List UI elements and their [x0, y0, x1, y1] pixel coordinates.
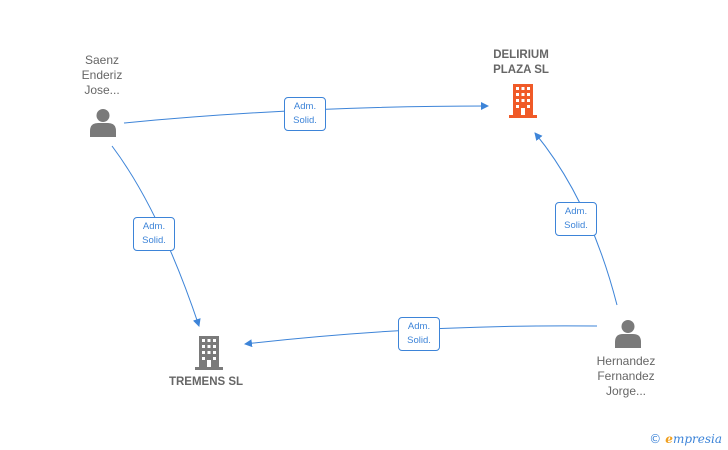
person-name-line: Saenz — [84, 53, 120, 67]
edge-label-line: Solid. — [564, 220, 588, 231]
company-name-line: PLAZA SL — [493, 64, 549, 76]
edge-label-saenz-tremens[interactable]: Adm. Solid. — [133, 217, 175, 251]
company-label-delirium[interactable]: DELIRIUM PLAZA SL — [476, 48, 566, 78]
brand-logo-text: mpresia — [672, 432, 722, 446]
person-icon[interactable] — [613, 318, 643, 348]
edge-label-line: Adm. — [407, 321, 431, 332]
building-icon[interactable] — [507, 84, 539, 118]
brand-watermark: ©empresia — [649, 432, 722, 446]
person-label-saenz[interactable]: Saenz Enderiz Jose... — [62, 53, 142, 98]
company-name-line: DELIRIUM — [493, 49, 549, 61]
person-label-hernandez[interactable]: Hernandez Fernandez Jorge... — [586, 354, 666, 399]
edge-label-line: Adm. — [142, 221, 166, 232]
edge-label-line: Adm. — [564, 206, 588, 217]
person-name-line: Jose... — [84, 83, 120, 97]
building-icon[interactable] — [193, 336, 225, 370]
edge-label-saenz-delirium[interactable]: Adm. Solid. — [284, 97, 326, 131]
person-name-line: Hernandez — [596, 354, 656, 368]
edge-label-line: Solid. — [293, 115, 317, 126]
person-icon[interactable] — [88, 107, 118, 137]
edge-label-line: Adm. — [293, 101, 317, 112]
copyright-symbol: © — [649, 432, 662, 446]
brand-logo-initial: e — [665, 432, 673, 446]
edge-label-hernandez-tremens[interactable]: Adm. Solid. — [398, 317, 440, 351]
person-name-line: Jorge... — [605, 384, 647, 398]
person-name-line: Enderiz — [81, 68, 123, 82]
company-name-line: TREMENS SL — [168, 376, 244, 388]
person-name-line: Fernandez — [597, 369, 655, 383]
edge-label-hernandez-delirium[interactable]: Adm. Solid. — [555, 202, 597, 236]
company-label-tremens[interactable]: TREMENS SL — [156, 375, 256, 390]
edge-label-line: Solid. — [142, 235, 166, 246]
edge-label-line: Solid. — [407, 335, 431, 346]
